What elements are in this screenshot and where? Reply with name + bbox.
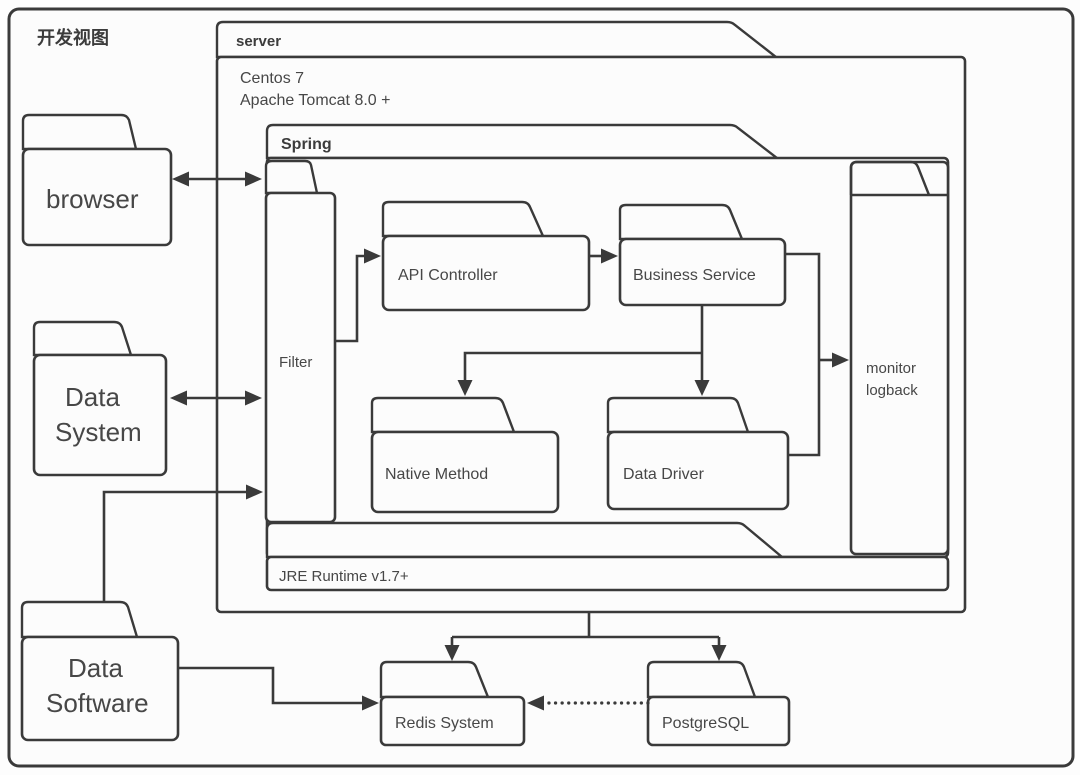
redis-system-body xyxy=(379,695,526,747)
node-native-method: Native Method xyxy=(370,396,560,514)
node-data-driver: Data Driver xyxy=(606,396,790,511)
postgresql-label: PostgreSQL xyxy=(662,715,749,732)
edge-business-service-data-driver xyxy=(694,305,710,396)
edge-browser-spring xyxy=(172,171,262,187)
jre-runtime-package: JRE Runtime v1.7+ xyxy=(265,521,950,592)
data-software-label-line2: Software xyxy=(46,688,149,718)
jre-runtime-tab xyxy=(265,521,786,559)
native-method-label: Native Method xyxy=(385,466,488,483)
data-system-label-line2: System xyxy=(55,417,142,447)
node-business-service: Business Service xyxy=(618,203,787,307)
browser-label: browser xyxy=(46,184,139,214)
api-controller-body xyxy=(381,234,591,312)
browser-tab xyxy=(21,113,138,151)
api-controller-label: API Controller xyxy=(398,267,498,284)
edge-data-software-filter xyxy=(102,484,263,602)
edge-data-system-filter xyxy=(170,390,262,406)
filter-label: Filter xyxy=(279,354,312,371)
monitor-logback-tab xyxy=(849,160,931,196)
edge-filter-api-controller xyxy=(335,248,381,343)
data-driver-tab xyxy=(606,396,750,434)
server-label: server xyxy=(236,33,281,50)
node-filter: Filter xyxy=(264,159,337,524)
diagram-title: 开发视图 xyxy=(37,27,109,48)
monitor-logback-label-line1: monitor xyxy=(866,360,916,377)
edge-postgresql-redis-dotted xyxy=(527,695,650,711)
redis-system-tab xyxy=(379,660,490,699)
data-driver-body xyxy=(606,430,790,511)
postgresql-tab xyxy=(646,660,757,699)
edge-server-datastores xyxy=(444,612,727,661)
node-api-controller: API Controller xyxy=(381,200,591,312)
node-monitor-logback: monitor logback xyxy=(849,160,950,556)
data-software-body xyxy=(20,635,180,742)
jre-runtime-body xyxy=(265,555,950,592)
data-driver-label: Data Driver xyxy=(623,466,705,483)
data-system-body xyxy=(32,353,168,477)
node-browser: browser xyxy=(21,113,173,247)
data-software-tab xyxy=(20,600,139,639)
jre-runtime-label: JRE Runtime v1.7+ xyxy=(279,568,409,585)
filter-tab xyxy=(264,159,319,195)
native-method-body xyxy=(370,430,560,514)
server-container-label: Apache Tomcat 8.0 + xyxy=(240,92,390,109)
api-controller-tab xyxy=(381,200,545,238)
data-system-label-line1: Data xyxy=(65,382,120,412)
node-postgresql: PostgreSQL xyxy=(646,660,791,747)
node-redis-system: Redis System xyxy=(379,660,526,747)
edge-business-service-native-method xyxy=(457,351,702,396)
node-data-system: Data System xyxy=(32,320,168,477)
filter-body xyxy=(264,191,337,524)
business-service-tab xyxy=(618,203,744,241)
node-data-software: Data Software xyxy=(20,600,180,742)
data-software-label-line1: Data xyxy=(68,653,123,683)
edge-business-data-driver-monitor xyxy=(785,252,849,457)
edge-api-controller-business-service xyxy=(589,248,618,264)
monitor-logback-body xyxy=(849,160,950,556)
server-package-tab xyxy=(215,20,780,59)
business-service-label: Business Service xyxy=(633,267,756,284)
data-system-tab xyxy=(32,320,133,357)
postgresql-body xyxy=(646,695,791,747)
server-os-label: Centos 7 xyxy=(240,70,304,87)
spring-label: Spring xyxy=(281,136,332,153)
browser-body xyxy=(21,147,173,247)
redis-system-label: Redis System xyxy=(395,715,494,732)
native-method-tab xyxy=(370,396,516,434)
monitor-logback-label-line2: logback xyxy=(866,382,918,399)
edge-data-software-redis xyxy=(178,666,379,711)
spring-package-tab xyxy=(265,123,781,160)
